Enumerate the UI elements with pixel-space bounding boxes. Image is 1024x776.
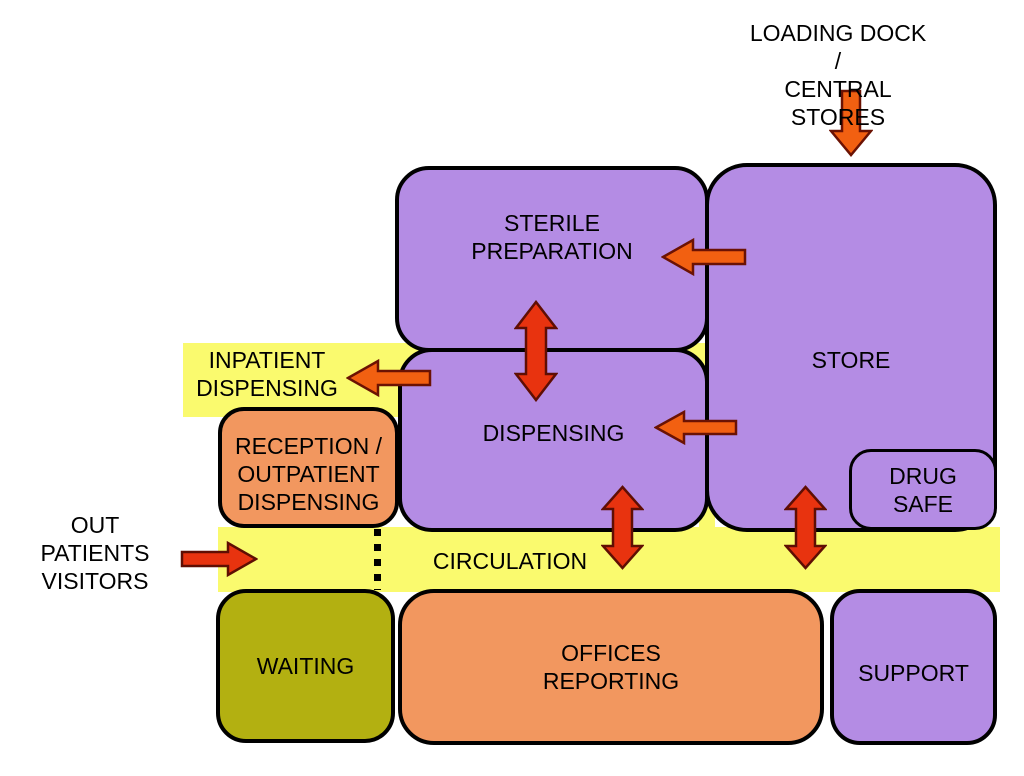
dotted-divider-line: [374, 529, 381, 590]
room-dispensing-label: DISPENSING: [482, 420, 625, 446]
arrow-out-patients-icon: [180, 540, 258, 578]
out-patients-visitors-label: OUT PATIENTS VISITORS: [40, 512, 150, 594]
arrow-store-circulation-icon: [784, 485, 827, 570]
arrow-dispensing-circulation-icon: [601, 485, 644, 570]
room-waiting-label: WAITING: [256, 653, 355, 679]
room-store-label: STORE: [811, 347, 891, 373]
corridor-circulation: [218, 527, 1000, 592]
arrow-store-to-sterile-preparation-icon: [661, 237, 747, 277]
room-waiting: WAITING: [216, 589, 395, 743]
arrow-sterile-preparation-dispensing-icon: [514, 300, 558, 402]
room-reception-outpatient-dispensing: RECEPTION / OUTPATIENT DISPENSING: [218, 407, 399, 528]
loading-dock-label: LOADING DOCK / CENTRAL STORES: [749, 20, 927, 130]
room-support: SUPPORT: [830, 589, 997, 745]
room-support-label: SUPPORT: [858, 660, 969, 686]
circulation-label: CIRCULATION: [432, 548, 588, 574]
room-drug-safe-label: DRUG SAFE: [889, 462, 957, 517]
room-sterile-preparation-label: STERILE PREPARATION: [471, 210, 633, 264]
room-drug-safe: DRUG SAFE: [849, 449, 997, 530]
arrow-dispensing-to-inpatient-icon: [346, 358, 432, 398]
room-offices-label: OFFICES REPORTING: [542, 640, 680, 694]
arrow-loading-dock-to-store-icon: [829, 89, 873, 157]
inpatient-dispensing-label: INPATIENT DISPENSING: [196, 347, 338, 401]
room-offices-reporting: OFFICES REPORTING: [398, 589, 824, 745]
arrow-store-to-dispensing-icon: [654, 409, 738, 446]
room-reception-label: RECEPTION / OUTPATIENT DISPENSING: [235, 432, 382, 515]
room-dispensing: DISPENSING: [398, 348, 709, 532]
